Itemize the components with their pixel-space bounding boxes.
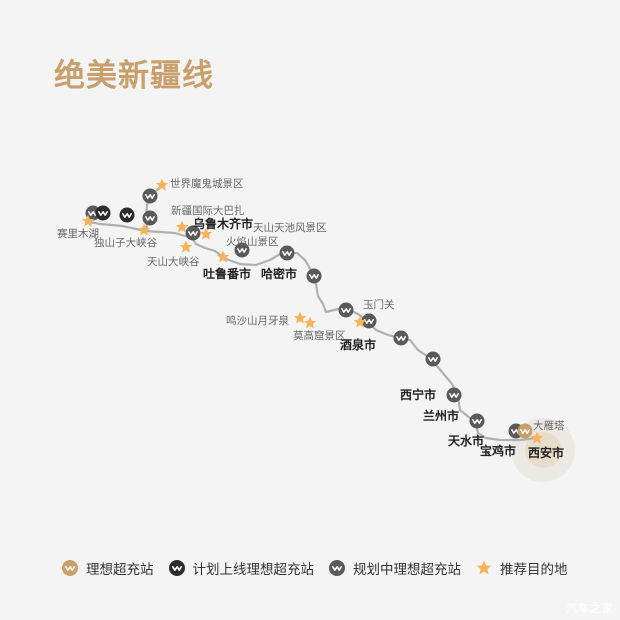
- label-xinjiang-bazaar: 新疆国际大巴扎: [171, 205, 245, 217]
- planning-station-icon: [425, 351, 441, 367]
- star-icon: [137, 223, 151, 236]
- planning-station-icon: [446, 387, 462, 403]
- label-jiuquan: 酒泉市: [340, 338, 377, 352]
- label-baoji: 宝鸡市: [480, 444, 517, 458]
- ideal-station-icon: [62, 560, 78, 576]
- planning-station-icon: [361, 313, 377, 329]
- legend-label: 规划中理想超充站: [353, 562, 461, 578]
- label-devil-city: 世界魔鬼城景区: [170, 178, 244, 190]
- planning-station-icon: [329, 560, 345, 576]
- label-urumqi: 乌鲁木齐市: [193, 217, 254, 231]
- route-line: [88, 220, 539, 442]
- planning-station-icon: [234, 242, 250, 258]
- planned-online-stations: [95, 205, 135, 223]
- planning-stations: [85, 188, 524, 439]
- planned-online-station-icon: [168, 560, 185, 576]
- legend-label: 推荐目的地: [500, 562, 568, 578]
- label-yumen-pass: 玉门关: [363, 299, 395, 311]
- legend-item-planned-online-station: 计划上线理想超充站: [168, 558, 315, 578]
- planning-station-icon: [279, 245, 295, 261]
- label-sailimu-lake: 赛里木湖: [57, 228, 99, 240]
- star-icon: [476, 560, 492, 575]
- planning-station-icon: [393, 330, 409, 346]
- label-tianchi: 天山天池风景区: [253, 222, 327, 234]
- label-lanzhou: 兰州市: [423, 409, 460, 423]
- page-title: 绝美新疆线: [54, 58, 214, 94]
- label-xining: 西宁市: [400, 388, 437, 402]
- legend-label: 计划上线理想超充站: [192, 562, 315, 578]
- label-crescent-spring: 鸣沙山月牙泉: [226, 315, 289, 327]
- planning-station-icon: [185, 225, 201, 241]
- planned-online-station-icon: [119, 207, 135, 223]
- planning-station-icon: [338, 302, 354, 318]
- legend: 理想超充站 计划上线理想超充站 规划中理想超充站 推荐目的地: [62, 558, 583, 578]
- legend-item-destination: 推荐目的地: [476, 558, 568, 578]
- watermark: 汽车之家: [566, 602, 614, 615]
- legend-item-ideal-station: 理想超充站: [62, 558, 154, 578]
- ideal-stations: [517, 423, 533, 439]
- star-icon: [293, 311, 307, 324]
- star-icon: [303, 316, 317, 329]
- planned-online-station-icon: [95, 205, 111, 221]
- label-dushanzi-canyon: 独山子大峡谷: [94, 237, 157, 249]
- planning-station-icon: [306, 268, 322, 284]
- planning-station-icon: [469, 413, 485, 429]
- label-flaming-mountain: 火焰山景区: [226, 236, 279, 248]
- label-hami: 哈密市: [261, 267, 298, 281]
- label-turpan: 吐鲁番市: [203, 267, 252, 281]
- label-xian: 西安市: [528, 446, 565, 460]
- label-big-goose-pagoda: 大雁塔: [533, 420, 565, 432]
- planning-station-icon: [142, 210, 158, 226]
- label-tianshan-canyon: 天山大峡谷: [147, 256, 200, 268]
- label-mogao-caves: 莫高窟景区: [293, 330, 346, 342]
- label-tianshui: 天水市: [448, 434, 485, 448]
- planning-station-icon: [142, 188, 158, 204]
- legend-item-planning-station: 规划中理想超充站: [329, 558, 461, 578]
- legend-label: 理想超充站: [86, 562, 154, 578]
- star-icon: [179, 240, 193, 253]
- ideal-station-icon: [517, 423, 533, 439]
